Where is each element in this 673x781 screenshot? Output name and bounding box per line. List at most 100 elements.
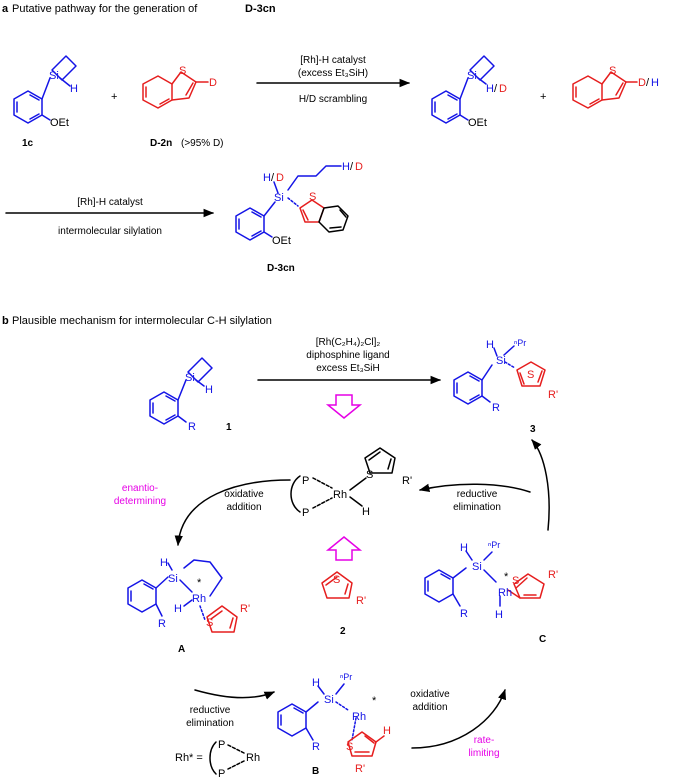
- rh-catalyst-structure: [290, 447, 396, 513]
- rh-c-bond: [507, 589, 521, 599]
- intermediate-label-b: B: [312, 766, 319, 777]
- ring-double-bond: [344, 583, 349, 595]
- compound-d3cn-structure: [235, 165, 349, 241]
- atom-oet: OEt: [272, 235, 291, 247]
- atom-s: S: [346, 741, 353, 753]
- benzothiophene-hd-structure: [572, 71, 638, 109]
- si-h-bond: [195, 379, 205, 387]
- atom-h: H: [263, 172, 271, 184]
- panel-b-title-text: Plausible mechanism for intermolecular C…: [12, 315, 272, 327]
- ring-double-bond: [515, 577, 528, 589]
- rate-label-1: rate-: [474, 735, 495, 746]
- slash: /: [646, 77, 650, 89]
- rh-star: *: [504, 571, 509, 583]
- top-reagent-2: diphosphine ligand: [306, 350, 389, 361]
- panel-a-title-compound: D-3cn: [245, 3, 276, 15]
- silacyclobutane-ring: [187, 357, 213, 383]
- compound-3-structure: [453, 345, 546, 405]
- thiophene-ring: [513, 573, 545, 599]
- thiophene-ring: [516, 361, 546, 387]
- arene-ring: [424, 569, 454, 603]
- ring-double-bond: [302, 209, 309, 221]
- rh-s-bond: [199, 605, 206, 621]
- reductive-elimination-top-arrow: [418, 483, 531, 493]
- p-rh-bond: [312, 497, 333, 509]
- si-h-bond: [317, 685, 325, 695]
- atom-h: H: [362, 506, 370, 518]
- enantio-label-2: determining: [114, 496, 166, 507]
- si-hd-bond: [273, 181, 279, 194]
- step2-label: intermolecular silylation: [58, 226, 162, 237]
- atom-h: H: [383, 725, 391, 737]
- si-rh-bond: [179, 579, 193, 593]
- ring-double-bond: [159, 98, 170, 105]
- aryl-si-bond: [41, 77, 51, 100]
- reductive-elimination-bottom-arrow: [194, 689, 275, 700]
- atom-h: H: [486, 83, 494, 95]
- arene-ring: [127, 579, 157, 613]
- atom-p: P: [302, 507, 309, 519]
- scrambled-silane-structure: [431, 55, 495, 124]
- atom-s: S: [366, 469, 373, 481]
- atom-r: R: [188, 421, 196, 433]
- compound-label-d2n: D-2n: [150, 138, 172, 149]
- compound-1c-structure: [13, 55, 77, 124]
- ring-double-bond: [185, 82, 194, 96]
- oxidative-addition-bottom-label-1: oxidative: [410, 689, 450, 700]
- ring-double-bond: [339, 209, 347, 218]
- aryl-si-bond: [177, 379, 187, 401]
- silarhodacycle: [183, 559, 223, 597]
- atom-p: P: [302, 475, 309, 487]
- thiophene-ring: [206, 605, 238, 633]
- ring-double-bond: [537, 370, 543, 383]
- atom-d: D: [355, 161, 363, 173]
- aryl-si-bond: [155, 576, 169, 589]
- ring-double-bond: [329, 226, 342, 229]
- panel-b-letter: b: [2, 315, 9, 327]
- ring-double-bond: [293, 707, 304, 714]
- atom-si: Si: [274, 192, 284, 204]
- aryl-o-bond: [263, 231, 273, 238]
- aryl-si-bond: [305, 701, 319, 713]
- reductive-elimination-bottom-label-1: reductive: [190, 705, 231, 716]
- ring-double-bond: [29, 94, 40, 101]
- atom-h: H: [160, 557, 168, 569]
- si-npr-bond: [335, 683, 345, 695]
- ring-double-bond: [165, 414, 176, 421]
- step1-excess: (excess Et₃SiH): [298, 68, 368, 79]
- aryl-o-bond: [459, 114, 469, 121]
- compound-d2n-note: (>95% D): [181, 138, 224, 149]
- atom-rh: Rh: [333, 489, 347, 501]
- thiophene-ring: [364, 447, 396, 474]
- atom-r: R: [312, 741, 320, 753]
- ring-double-bond: [447, 94, 458, 101]
- atom-s: S: [309, 191, 316, 203]
- panel-a-title-text: Putative pathway for the generation of: [12, 3, 198, 15]
- p-rh-bond: [227, 744, 245, 754]
- atom-si: Si: [185, 372, 195, 384]
- compound-label-d3cn: D-3cn: [267, 263, 295, 274]
- benzene-ring: [453, 371, 483, 405]
- top-reagent-3: excess Et₃SiH: [316, 363, 380, 374]
- si-h-bond: [477, 77, 487, 85]
- down-hollow-arrow: [325, 394, 363, 419]
- oxidative-addition-bottom-arrow: [411, 689, 506, 749]
- compound-label-2: 2: [340, 626, 346, 637]
- thiophene-ring: [321, 571, 353, 599]
- atom-npr: ⁿPr: [340, 672, 352, 682]
- si-h-bond: [167, 562, 173, 571]
- compound-label-1: 1: [226, 422, 232, 433]
- rh-s-bond: [349, 477, 367, 491]
- atom-h: H: [651, 77, 659, 89]
- atom-r-prime: R': [240, 603, 250, 615]
- atom-si: Si: [324, 694, 334, 706]
- ring-double-bond: [29, 113, 40, 120]
- atom-p: P: [218, 739, 225, 751]
- si-thienyl-bond: [287, 197, 299, 207]
- ring-double-bond: [440, 573, 451, 580]
- atom-s: S: [527, 369, 534, 381]
- return-to-product-arrow: [531, 439, 550, 531]
- ring-double-bond: [251, 211, 262, 218]
- oxidative-addition-arrow: [174, 479, 291, 547]
- rh-star: *: [372, 695, 377, 707]
